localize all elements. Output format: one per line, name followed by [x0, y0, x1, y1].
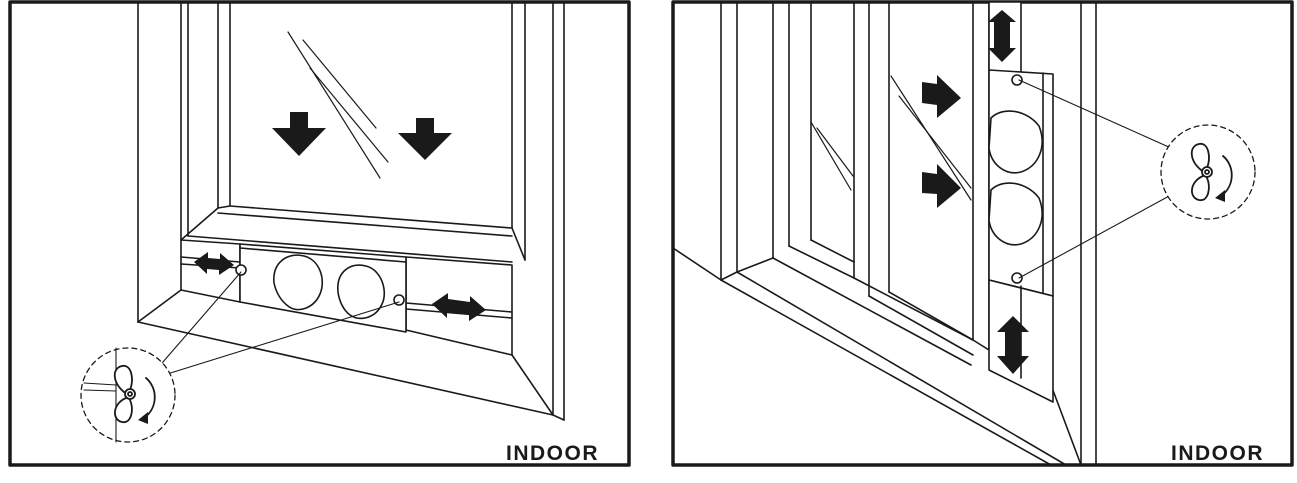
window-sill-illustration	[8, 0, 631, 467]
window-frame	[137, 1, 565, 421]
arrow-right-icon	[922, 75, 961, 208]
indoor-label: INDOOR	[506, 442, 599, 465]
indoor-label: INDOOR	[1171, 442, 1264, 465]
panel-border	[8, 0, 631, 467]
callout-leader	[155, 271, 400, 376]
rotate-clockwise-icon	[138, 377, 156, 424]
wing-screw-icon	[113, 365, 136, 423]
callout-wing-screw	[1160, 124, 1256, 220]
panel-window-sill: INDOOR	[8, 0, 634, 483]
glass-reflection	[287, 31, 389, 179]
arrow-down-icon	[272, 112, 452, 160]
door-frame	[672, 1, 1097, 466]
callout-wing-screw	[80, 347, 176, 443]
center-vent-panel	[235, 243, 407, 333]
center-vent-panel	[988, 69, 1054, 297]
wing-screw-icon	[1190, 143, 1213, 201]
double-arrow-vertical-icon	[988, 10, 1029, 374]
panel-sliding-door: INDOOR	[671, 0, 1297, 483]
double-arrow-horizontal-icon	[194, 252, 486, 321]
slide-panel-left	[180, 239, 241, 303]
panel-border	[671, 0, 1294, 467]
rotate-clockwise-icon	[1215, 155, 1233, 202]
callout-leader	[1018, 79, 1172, 279]
sliding-door-illustration	[671, 0, 1294, 467]
glass-reflection	[810, 75, 972, 201]
